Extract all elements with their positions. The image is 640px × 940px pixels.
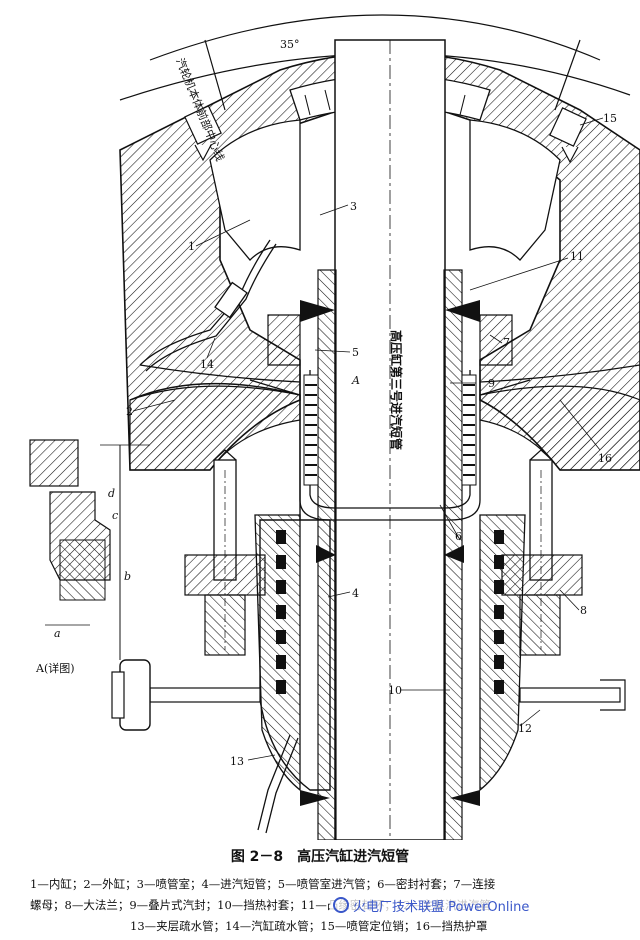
part-number: 4 — [352, 587, 359, 600]
part-number: 8 — [580, 604, 587, 617]
detail-a-label: A(详图) — [35, 661, 75, 675]
part-number: 2 — [126, 405, 133, 418]
lower-casing — [129, 382, 640, 792]
watermark: 火电厂技术联盟 PowerOnline — [330, 896, 533, 915]
laminated-seal-left — [303, 374, 319, 486]
part-number: 5 — [352, 346, 359, 359]
figure-number: 图 2－8 — [230, 849, 284, 865]
part-number: 14 — [200, 358, 214, 371]
figure-caption: 图 2－8 高压汽缸进汽短管 — [0, 846, 640, 866]
dim-a: a — [54, 627, 61, 640]
dim-d: d — [108, 487, 115, 500]
dim-b: b — [124, 570, 131, 583]
flange-bolt-right — [501, 449, 583, 656]
part-number: 9 — [488, 377, 495, 390]
cylinder-drain-pipe — [139, 239, 277, 372]
detail-a-marker: A — [351, 374, 360, 387]
part-number: 11 — [570, 250, 584, 263]
part-number: 12 — [518, 722, 532, 735]
watermark-logo-icon — [333, 897, 349, 913]
part-number-labels: 1 2 3 4 5 6 7 8 9 10 11 12 13 14 15 16 — [126, 112, 617, 768]
figure-title: 高压汽缸进汽短管 — [297, 849, 410, 865]
turbine-inlet-drawing: 35° 汽轮机本体前部中心线 高压缸第三号进汽短管 A A(详图) d c b … — [29, 14, 640, 840]
part-number: 16 — [598, 452, 612, 465]
leader-lines — [132, 117, 604, 761]
watermark-text: 火电厂技术联盟 PowerOnline — [353, 900, 530, 915]
detail-a-inset — [29, 439, 150, 660]
positioning-pins — [184, 105, 587, 164]
part-number: 1 — [188, 240, 195, 253]
main-steam-pipe-right — [519, 679, 626, 711]
part-number: 7 — [503, 336, 510, 349]
interlayer-drain-pipe — [257, 734, 299, 834]
seal-sleeve — [299, 370, 481, 521]
part-number: 10 — [388, 684, 402, 697]
vertical-pipe-label: 高压缸第三号进汽短管 — [389, 330, 404, 450]
seal-wedges — [300, 300, 480, 806]
part-number: 6 — [455, 530, 462, 543]
part-number: 13 — [230, 755, 244, 768]
laminated-seal-right — [461, 374, 477, 486]
legend-line: 13—夹层疏水管；14—汽缸疏水管；15—喷管定位销；16—挡热护罩 — [130, 919, 488, 933]
main-steam-pipe-left — [111, 659, 261, 731]
dim-c: c — [112, 509, 118, 522]
part-number: 3 — [350, 200, 357, 213]
heat-shield-sleeve — [276, 530, 504, 694]
flange-bolt-left — [184, 449, 266, 656]
part-number: 15 — [603, 112, 617, 125]
angle-label: 35° — [280, 38, 300, 51]
heat-shield-cover — [139, 364, 640, 396]
legend-line: 1—内缸；2—外缸；3—喷管室；4—进汽短管；5—喷管室进汽管；6—密封衬套；7… — [30, 877, 496, 891]
connecting-nuts — [267, 314, 513, 366]
